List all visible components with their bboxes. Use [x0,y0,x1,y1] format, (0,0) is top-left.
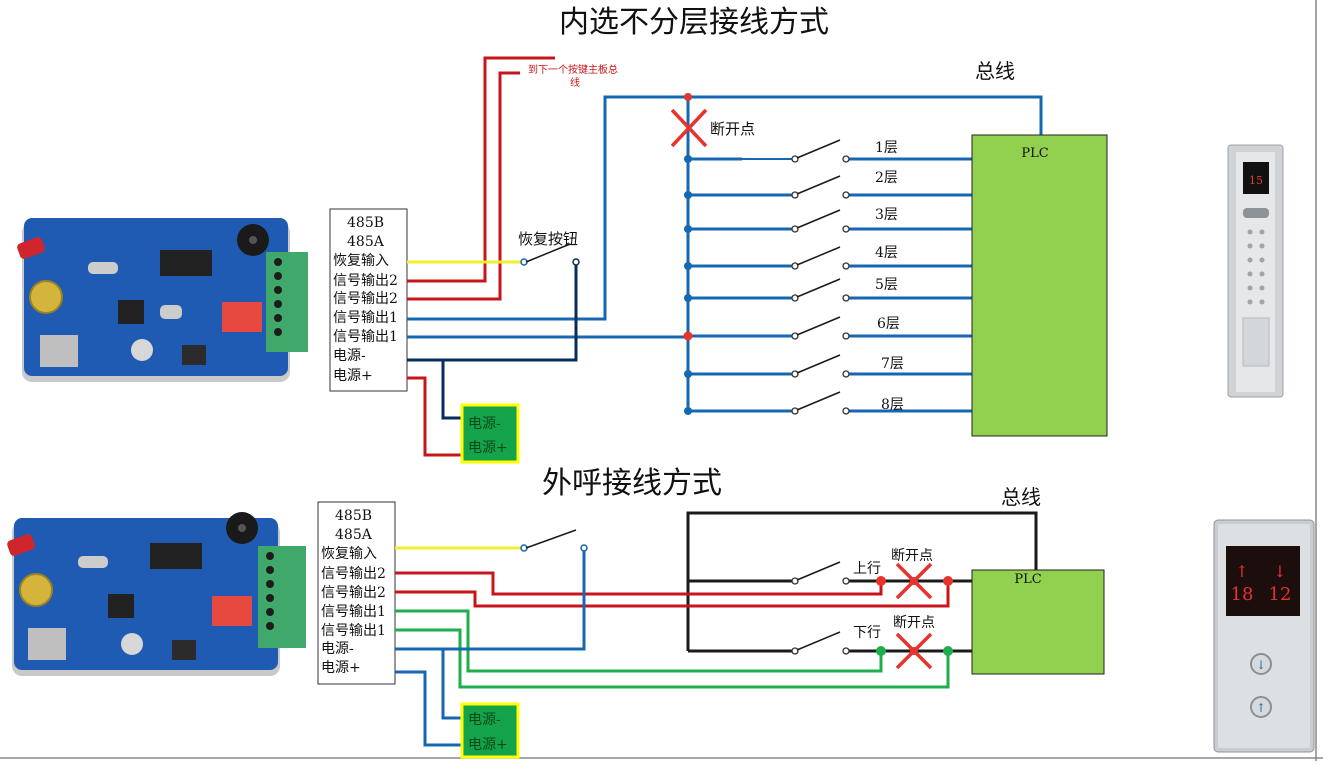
top-title: 内选不分层接线方式 [559,5,829,40]
plc-label-top: PLC [1021,146,1048,161]
controller-board-top [17,218,308,382]
top-terminal-2: 恢复输入 [333,252,389,269]
restore-button-top [520,243,580,266]
down-label: 下行 [853,625,881,641]
power-plus-bottom: 电源+ [468,737,508,753]
next-board-note-2: 线 [570,76,580,89]
top-terminal-7: 电源- [333,348,366,364]
bottom-terminal-8: 电源+ [321,660,361,676]
plc-box-top [971,134,1108,437]
top-break-label: 断开点 [710,120,755,138]
top-terminal-6: 信号输出1 [333,329,398,345]
top-terminal-1: 485A [347,234,385,250]
restore-switch-bottom [520,529,588,552]
hall-down-arrow-icon: ↓ [1273,562,1286,581]
restore-button-label: 恢复按钮 [518,230,578,248]
plc-label-bottom: PLC [1014,572,1041,587]
power-minus-top: 电源- [468,416,501,432]
terminal-block-top [329,208,408,392]
bottom-title: 外呼接线方式 [542,466,722,501]
bottom-terminal-5: 信号输出1 [321,604,386,620]
top-terminal-8: 电源+ [333,368,373,384]
floor-label-3: 3层 [875,207,898,223]
floor-label-8: 8层 [881,397,904,413]
hall-call-panel: ↑ ↓ 18 12 ↓ ↑ [1213,519,1315,753]
top-wires [407,56,1043,457]
power-box-bottom [460,702,520,759]
terminal-block-bottom [317,501,396,685]
hall-up-button-icon: ↑ [1256,701,1266,715]
up-label: 上行 [853,561,881,577]
top-terminal-0: 485B [347,215,384,231]
top-terminal-3: 信号输出2 [333,273,398,289]
floor-label-5: 5层 [875,277,898,293]
floor-label-6: 6层 [877,316,900,332]
floor-label-1: 1层 [875,140,898,156]
controller-board-bottom [7,512,306,676]
bottom-terminal-6: 信号输出1 [321,623,386,639]
plc-box-bottom [971,569,1105,675]
top-terminal-5: 信号输出1 [333,310,398,326]
floor-label-2: 2层 [875,170,898,186]
up-down-switches [791,561,953,670]
break-point-icon [670,108,708,148]
hall-up-floor: 18 [1231,584,1254,605]
bottom-break-label-2: 断开点 [893,615,935,631]
bottom-terminal-3: 信号输出2 [321,566,386,582]
bottom-terminal-1: 485A [335,527,373,543]
bottom-terminal-4: 信号输出2 [321,585,386,601]
bottom-terminal-0: 485B [335,508,372,524]
bottom-break-label-1: 断开点 [891,548,933,564]
hall-down-floor: 12 [1269,584,1292,605]
power-box-top [460,403,520,464]
bottom-bus-label: 总线 [1001,485,1041,509]
bottom-terminal-7: 电源- [321,641,354,657]
floor-label-7: 7层 [881,356,904,372]
hall-down-button-icon: ↓ [1256,658,1266,672]
car-display-number: 15 [1249,174,1263,187]
hall-up-arrow-icon: ↑ [1235,562,1248,581]
floor-label-4: 4层 [875,245,898,261]
power-plus-top: 电源+ [468,440,508,456]
next-board-note-1: 到下一个按键主板总 [528,63,618,76]
top-terminal-4: 信号输出2 [333,291,398,307]
bottom-terminal-2: 恢复输入 [321,545,377,562]
bottom-wires [395,511,1038,747]
power-minus-bottom: 电源- [468,712,501,728]
top-bus-label: 总线 [975,59,1015,83]
car-operating-panel: 15 [1227,144,1284,398]
floor-switches: 1层 2层 3层 4层 5层 6层 7层 8层 [683,139,972,415]
